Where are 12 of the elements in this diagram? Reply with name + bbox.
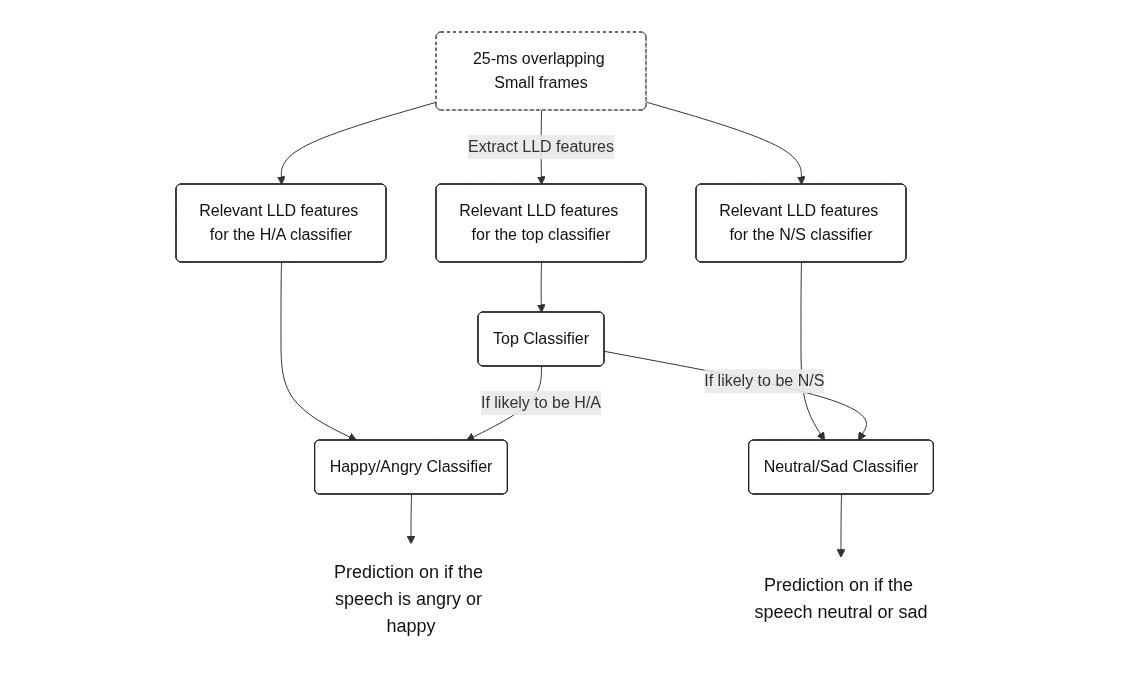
arrow — [603, 350, 867, 441]
node-text: Prediction on if the speech is angry or happy — [333, 561, 483, 636]
edge-label: If likely to be N/S — [703, 372, 824, 390]
node-text: Prediction on if the speech neutral or sad — [753, 575, 928, 623]
arrow — [836, 494, 845, 558]
arrow — [280, 262, 357, 441]
arrow — [645, 101, 806, 185]
edge-label: If likely to be H/A — [480, 393, 601, 411]
arrow — [536, 262, 546, 313]
edge-label: Extract LLD features — [467, 138, 614, 155]
arrow — [276, 101, 437, 185]
arrow — [406, 494, 415, 545]
